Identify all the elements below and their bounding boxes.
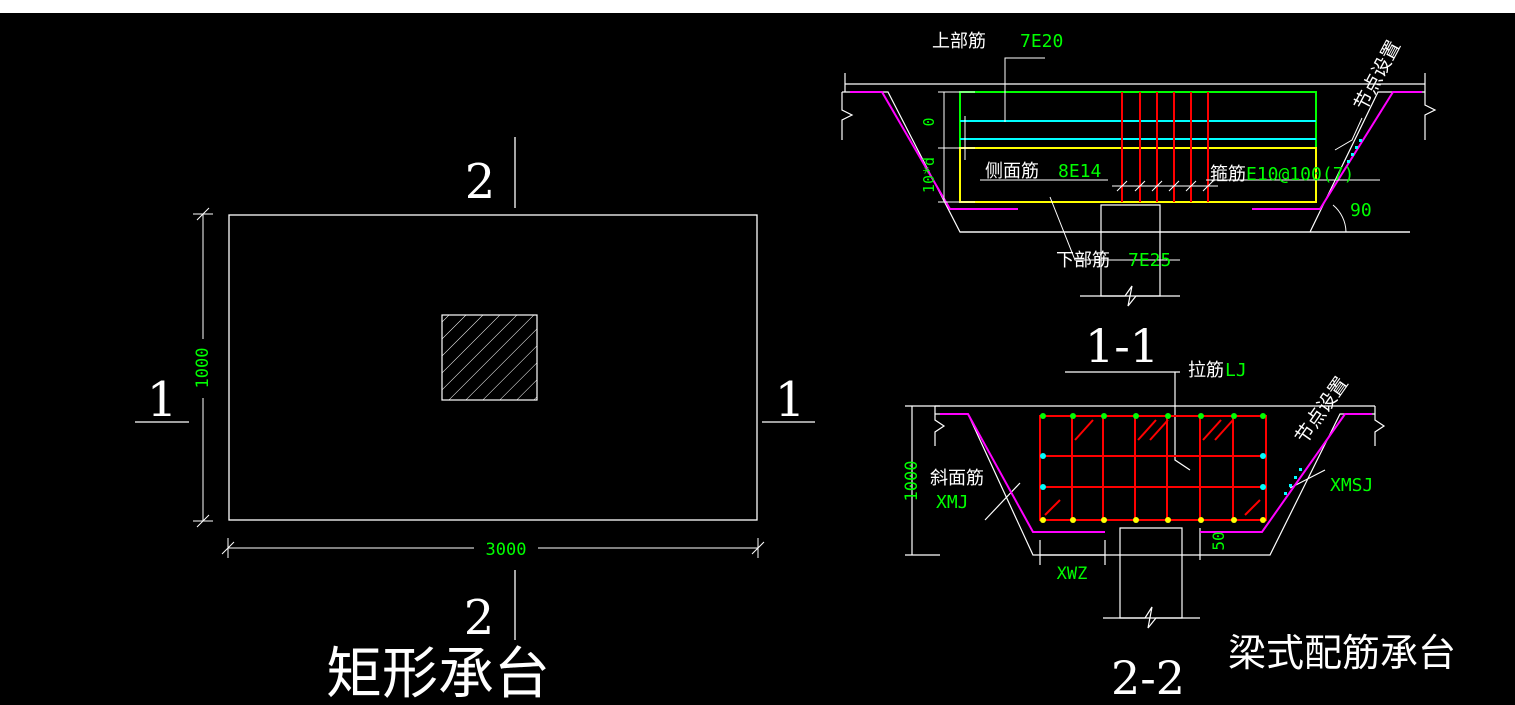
cap-bar-1-1 (850, 91, 1422, 210)
angle-arc (1332, 204, 1347, 233)
bottom-rebar-label: 下部筋 (1056, 250, 1110, 271)
node-label-2-2: 节点设置 (1291, 373, 1353, 448)
xmsj-label: XMSJ (1330, 475, 1373, 496)
section-1-1-title: 1-1 (1085, 319, 1159, 373)
slope-value: XMJ (936, 492, 969, 513)
plan-view: 2 2 1 1 1000 3000 矩形承台 (135, 137, 815, 705)
section-1-1: 0 10*d 上部筋 7E20 节点设置 侧面筋 8E14 箍筋 E10@100… (841, 31, 1437, 373)
window-top-strip (0, 0, 1515, 13)
dim-10d-label: 10*d (920, 157, 938, 193)
pile-hatch (441, 314, 538, 401)
side-rebar-label: 侧面筋 (985, 161, 1039, 182)
rebar-grid-2-2 (1039, 415, 1267, 521)
tie-label: 拉筋 (1188, 360, 1224, 381)
rebar-dots-2-2 (1040, 413, 1266, 523)
section-mark-bottom: 2 (464, 590, 495, 646)
stirrup-value: E10@100(7) (1246, 164, 1354, 185)
stirrups-1-1 (1121, 92, 1209, 202)
dim-vertical (193, 207, 213, 528)
section-2-2-title: 2-2 (1111, 651, 1185, 705)
slope-label: 斜面筋 (930, 468, 984, 489)
section-mark-top: 2 (465, 154, 496, 210)
dim-horizontal (221, 538, 765, 558)
stirrup-dim (1112, 180, 1218, 192)
xwz-label: XWZ (1057, 564, 1088, 584)
top-rebar-value: 7E20 (1020, 31, 1063, 52)
side-rebar-value: 8E14 (1058, 161, 1101, 182)
tie-value: LJ (1225, 360, 1247, 381)
dim-width-label: 3000 (486, 540, 527, 560)
leaders-1-1 (980, 57, 1380, 261)
plan-title: 矩形承台 (326, 642, 550, 705)
dim-height-2-2: 1000 (902, 461, 922, 502)
section-1-1-outline (841, 73, 1437, 307)
figure-title: 梁式配筋承台 (1228, 631, 1456, 675)
cap-bar-2-2 (940, 413, 1372, 533)
section-mark-right: 1 (775, 372, 806, 428)
node-marks-2-2 (1284, 468, 1302, 495)
angle-label: 90 (1350, 200, 1372, 221)
top-rebar-label: 上部筋 (932, 31, 986, 52)
section-mark-left: 1 (147, 372, 178, 428)
dim-left-1-1 (938, 91, 975, 203)
bottom-rebar-box (959, 147, 1317, 203)
dim-50-label: 50 (1209, 531, 1228, 550)
cap-outline-rect (228, 214, 758, 521)
node-marks-1-1 (1347, 139, 1362, 163)
bottom-rebar-value: 7E25 (1128, 250, 1171, 271)
dim-height-label: 1000 (193, 348, 213, 389)
node-label-1-1: 节点设置 (1350, 37, 1405, 114)
stirrup-label: 箍筋 (1210, 164, 1246, 185)
dim-zero-label: 0 (920, 117, 938, 126)
